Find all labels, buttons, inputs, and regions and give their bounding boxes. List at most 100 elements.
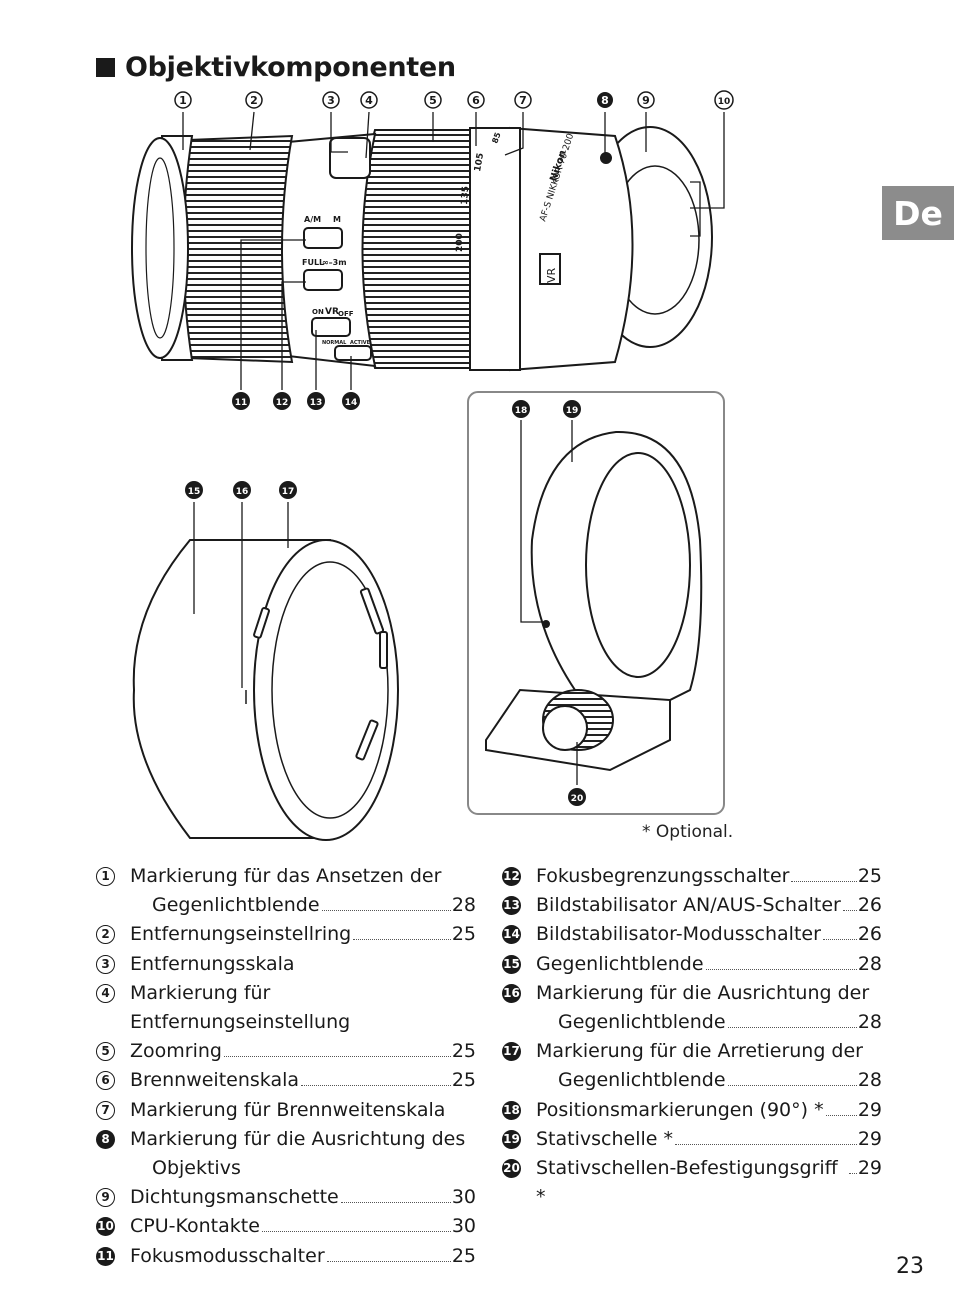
callout-18-label: 18 (515, 406, 528, 416)
part-description: Bildstabilisator AN/AUS-Schalter (536, 894, 841, 917)
part-page-ref[interactable]: 28 (857, 1011, 882, 1034)
lens-drawing (131, 126, 713, 372)
focal-mark-85: 85 (490, 131, 502, 145)
hood-bayonet-tab-2 (379, 631, 388, 669)
part-page-ref[interactable]: 25 (451, 1069, 476, 1092)
leader-dots (705, 968, 857, 970)
callout-11-label: 11 (235, 398, 248, 408)
part-number-badge: 8 (96, 1129, 115, 1149)
focal-mark-105: 105 (473, 152, 486, 172)
hood-leader-lines (193, 502, 289, 688)
part-number-badge: 1 (96, 867, 115, 886)
vr-on-off-switch (311, 317, 351, 337)
callout-16: 16 (233, 481, 251, 499)
part-number-badge: 2 (96, 925, 115, 945)
page-number: 23 (896, 1254, 924, 1279)
section-heading: Objektivkomponenten (96, 52, 456, 83)
part-page-ref[interactable]: 25 (451, 1244, 476, 1267)
callout-3-label: 3 (327, 94, 335, 107)
part-page-ref[interactable]: 29 (857, 1157, 882, 1180)
callout-3: 3 (322, 91, 340, 109)
part-number-badge: 9 (96, 1188, 115, 1208)
leader-dots (727, 1027, 857, 1029)
part-page-ref[interactable]: 30 (451, 1215, 476, 1238)
callout-4-label: 4 (365, 94, 373, 107)
part-description: Stativschellen-Befestigungsgriff * (536, 1157, 838, 1209)
callout-8-label: 8 (601, 94, 609, 107)
part-page-ref[interactable]: 28 (857, 1069, 882, 1092)
part-page-ref[interactable]: 29 (857, 1098, 882, 1121)
part-description: CPU-Kontakte (130, 1215, 260, 1238)
part-description: Stativschelle * (536, 1127, 673, 1150)
part-description: Fokusmodusschalter (130, 1244, 325, 1267)
callout-15-label: 15 (188, 487, 201, 497)
callout-2-label: 2 (250, 94, 258, 107)
part-page-ref[interactable]: 28 (857, 952, 882, 975)
part-number-badge: 5 (96, 1042, 115, 1062)
tripod-collar-drawing (485, 430, 703, 772)
part-number-badge: 20 (502, 1159, 521, 1179)
part-number-badge: 13 (502, 896, 521, 916)
part-text-line: Objektivs (130, 1154, 476, 1183)
focal-mark-200: 200 (455, 233, 465, 252)
switch-label-on: ON (312, 308, 324, 316)
callout-7-label: 7 (519, 94, 527, 107)
part-page-ref[interactable]: 29 (857, 1127, 882, 1150)
callout-17: 17 (279, 481, 297, 499)
part-description: Gegenlichtblende (558, 1011, 726, 1034)
callout-6-label: 6 (472, 94, 480, 107)
leader-dots (261, 1231, 451, 1233)
heading-square-icon (96, 58, 115, 77)
part-description: Fokusbegrenzungsschalter (536, 865, 790, 887)
part-page-ref[interactable]: 30 (451, 1186, 476, 1209)
part-page-ref[interactable]: 28 (451, 894, 476, 917)
part-description: Gegenlichtblende (558, 1069, 726, 1092)
leader-lines (182, 111, 725, 390)
distance-window (329, 137, 371, 179)
leader-dots (301, 1085, 451, 1087)
part-number-badge: 15 (502, 954, 521, 974)
part-page-ref[interactable]: 26 (857, 894, 882, 917)
callout-12: 12 (273, 392, 291, 410)
part-text-line: Markierung für die Ausrichtung des (130, 1125, 476, 1154)
focal-scale-band (469, 127, 521, 371)
callout-2: 2 (245, 91, 263, 109)
part-number-badge: 4 (96, 983, 115, 1003)
part-page-ref[interactable]: 25 (857, 865, 882, 887)
leader-dots (822, 939, 857, 941)
part-text-line: Fokusbegrenzungsschalter 25 (536, 862, 882, 891)
part-page-ref[interactable]: 26 (857, 923, 882, 946)
lens-hood-drawing (132, 539, 399, 841)
part-description: Gegenlichtblende (536, 952, 704, 975)
part-description: Markierung für die Arretierung der (536, 1040, 863, 1063)
part-text-line: Gegenlichtblende 28 (536, 1066, 882, 1095)
vr-mode-switch (334, 345, 372, 361)
leader-dots (321, 910, 451, 912)
mount-index-dot (600, 152, 612, 164)
vr-badge (539, 253, 561, 285)
callout-20: 20 (568, 788, 586, 806)
part-number-badge: 16 (502, 983, 521, 1003)
part-page-ref[interactable]: 25 (451, 1040, 476, 1063)
tripod-collar-frame (467, 391, 725, 815)
callout-19-label: 19 (566, 406, 579, 416)
switch-label-range: ∞–3m (322, 258, 347, 267)
part-number-badge: 7 (96, 1100, 115, 1120)
leader-dots (727, 1085, 857, 1087)
optional-footnote: * Optional. (642, 822, 734, 842)
part-page-ref[interactable]: 25 (451, 923, 476, 946)
callout-8: 8 (597, 92, 613, 108)
part-description: Objektivs (152, 1157, 241, 1180)
part-number-badge: 14 (502, 925, 521, 945)
switch-label-full: FULL (302, 258, 324, 267)
part-text-line: Bildstabilisator AN/AUS-Schalter 26 (536, 891, 882, 920)
part-text-line: Positionsmarkierungen (90°) *29 (536, 1096, 882, 1125)
